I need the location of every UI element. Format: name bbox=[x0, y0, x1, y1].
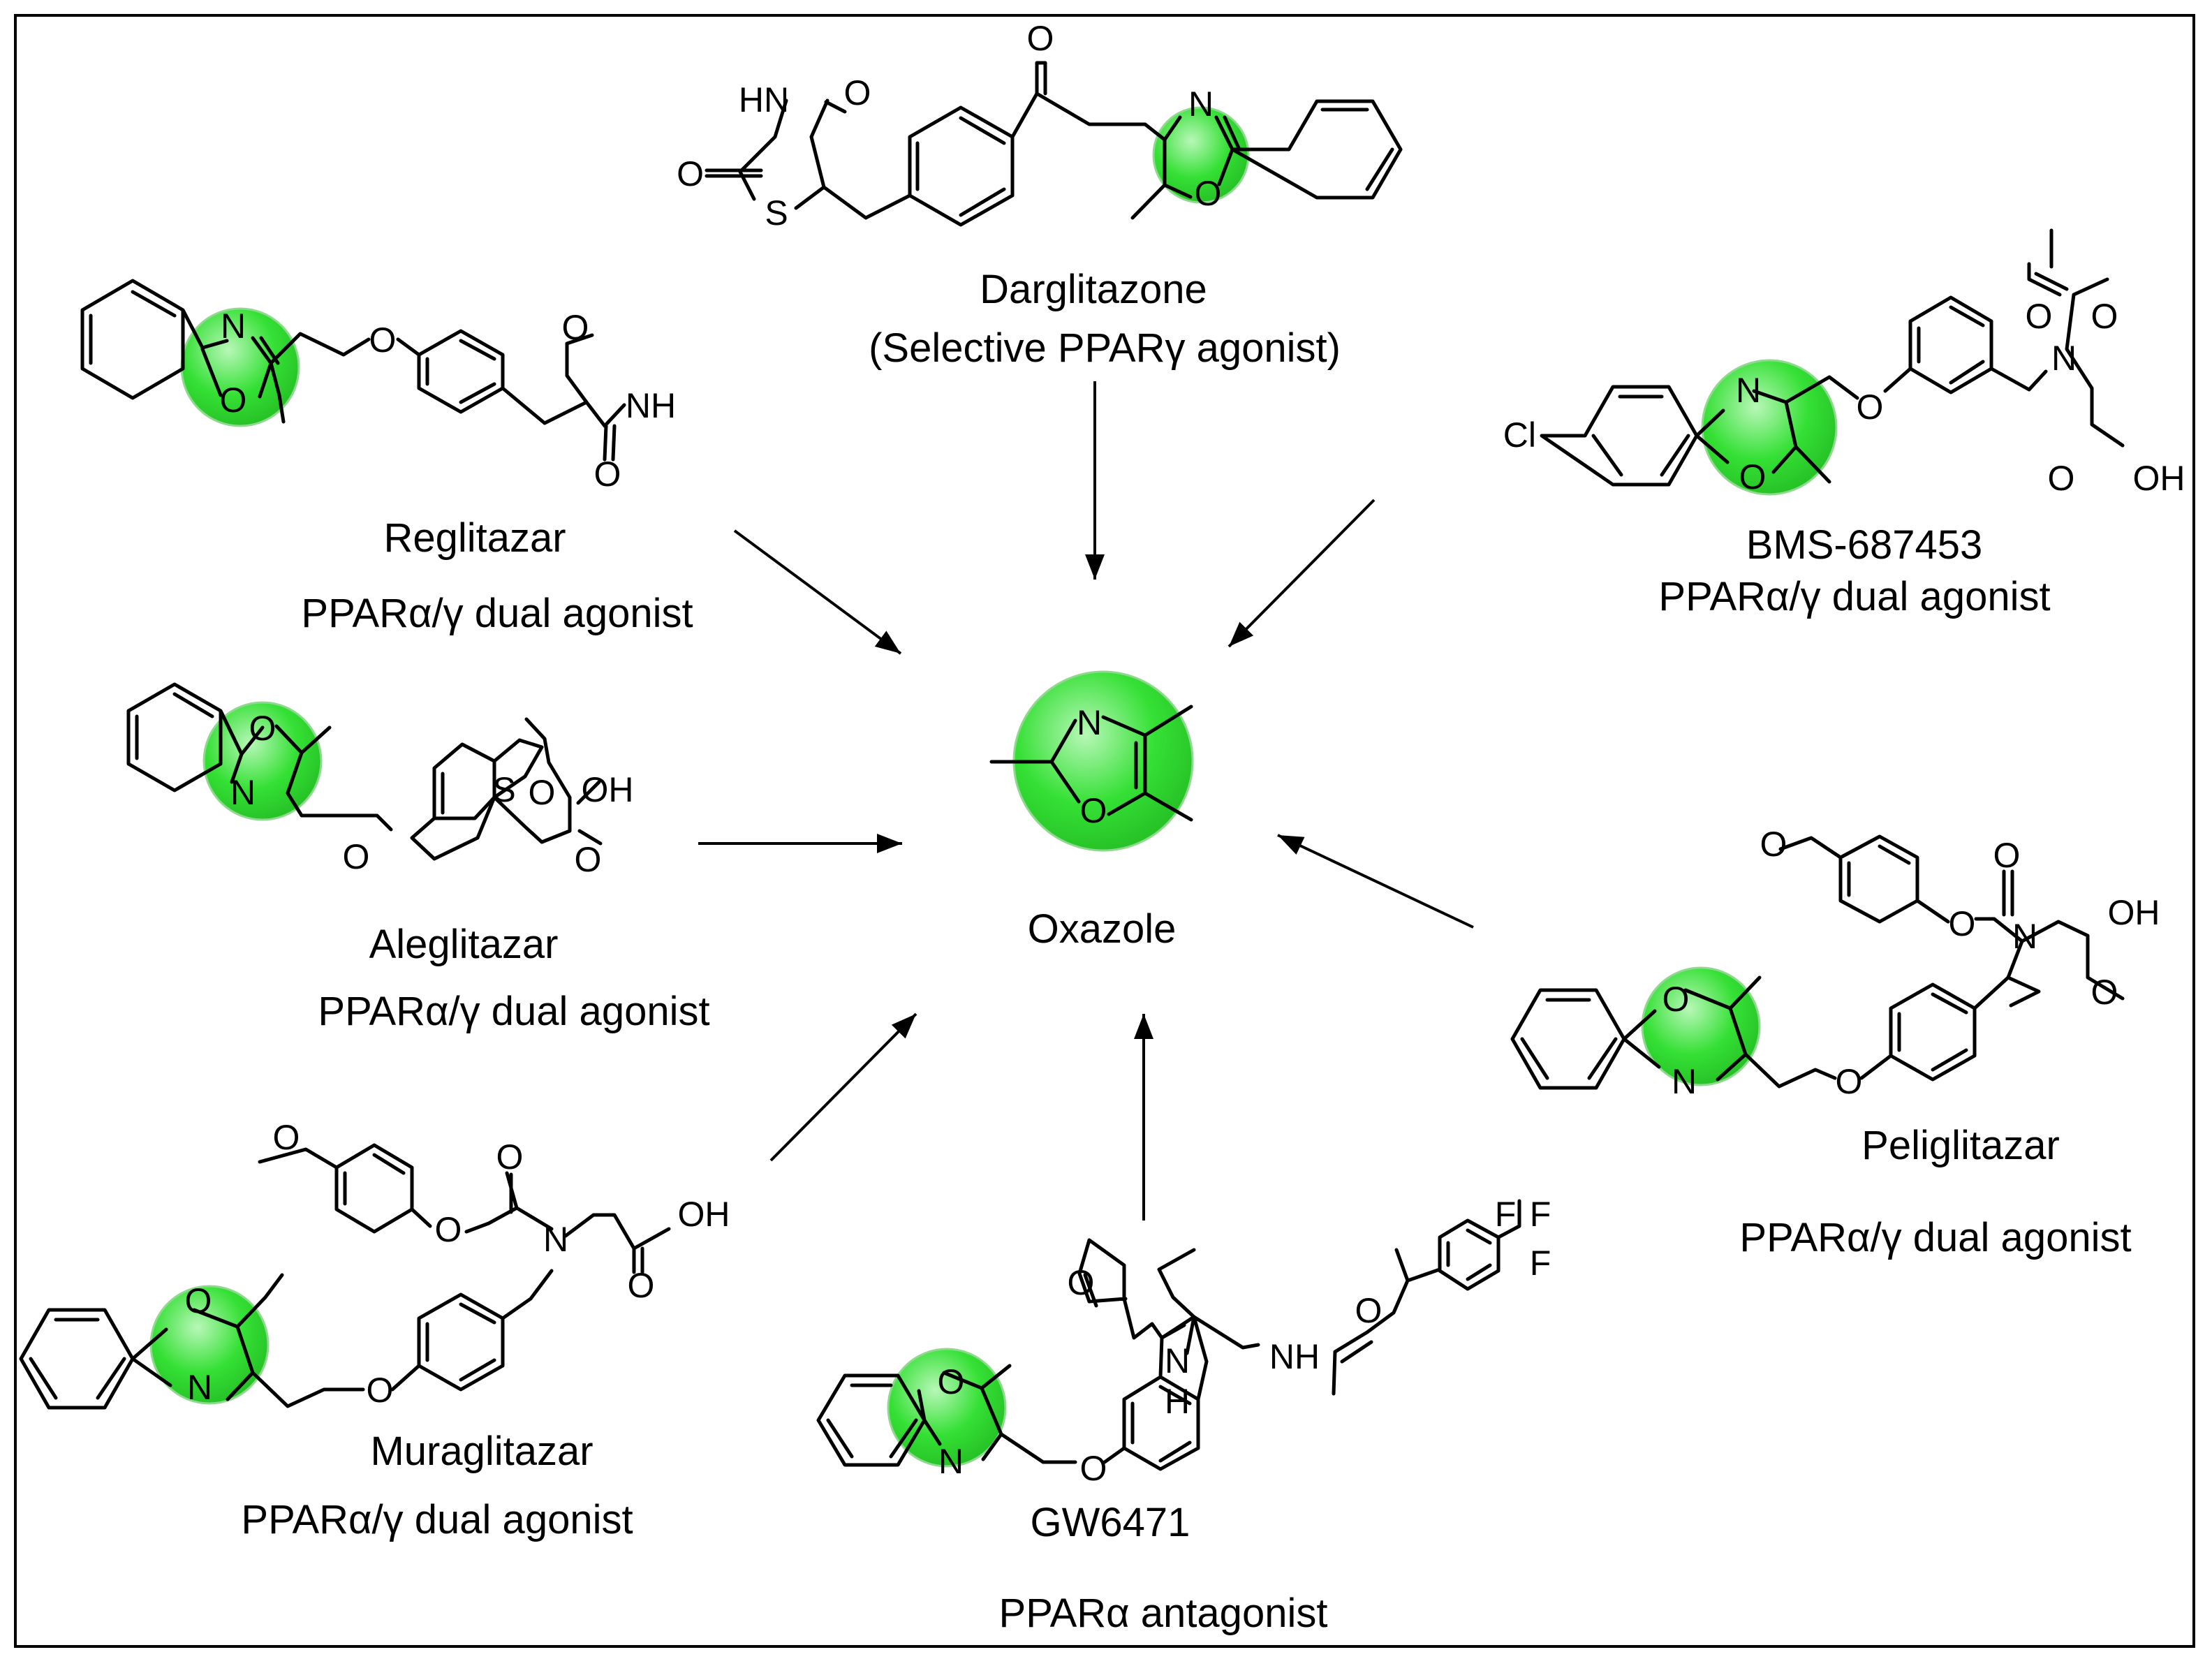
bms-name: BMS-687453 bbox=[1746, 522, 1983, 568]
svg-text:O: O bbox=[1195, 174, 1222, 213]
svg-text:O: O bbox=[1662, 980, 1690, 1019]
svg-text:O: O bbox=[1836, 1062, 1863, 1101]
svg-text:OH: OH bbox=[2108, 893, 2160, 932]
svg-text:O: O bbox=[594, 455, 621, 494]
svg-text:HN: HN bbox=[739, 80, 789, 119]
svg-text:N: N bbox=[221, 307, 246, 346]
aleglitazar-structure: O N O S O OH O bbox=[126, 682, 634, 879]
aleglitazar-activity: PPARα/γ dual agonist bbox=[318, 989, 709, 1034]
gw6471-activity: PPARα antagonist bbox=[999, 1591, 1328, 1636]
svg-text:O: O bbox=[273, 1118, 300, 1157]
oxazole-core: N O bbox=[989, 670, 1194, 852]
arrow-bms bbox=[1227, 499, 1376, 648]
arrow-peliglitazar bbox=[1277, 834, 1474, 929]
darglitazone-name: Darglitazone bbox=[980, 267, 1207, 312]
svg-text:Cl: Cl bbox=[1503, 415, 1536, 455]
svg-text:O: O bbox=[249, 709, 276, 748]
svg-text:O: O bbox=[562, 308, 589, 347]
center-label: Oxazole bbox=[1028, 906, 1177, 952]
aleglitazar-name: Aleglitazar bbox=[369, 922, 559, 967]
svg-text:O: O bbox=[938, 1362, 965, 1401]
svg-text:O: O bbox=[343, 837, 370, 876]
bms-structure: Cl N O O N O O O OH bbox=[1503, 228, 2185, 498]
svg-text:N: N bbox=[1672, 1062, 1697, 1101]
svg-text:O: O bbox=[2091, 297, 2118, 336]
peliglitazar-activity: PPARα/γ dual agonist bbox=[1739, 1215, 2131, 1260]
svg-text:O: O bbox=[1739, 457, 1767, 496]
svg-text:O: O bbox=[185, 1281, 212, 1320]
svg-text:NH: NH bbox=[1269, 1337, 1320, 1376]
svg-text:O: O bbox=[1068, 1263, 1095, 1302]
arrow-reglitazar bbox=[733, 529, 902, 655]
bms-activity: PPARα/γ dual agonist bbox=[1658, 574, 2050, 619]
darglitazone-structure: HN O O S O N O bbox=[677, 19, 1403, 233]
svg-text:N: N bbox=[2051, 339, 2077, 378]
svg-text:O: O bbox=[2091, 973, 2118, 1012]
muraglitazar-activity: PPARα/γ dual agonist bbox=[241, 1497, 633, 1542]
peliglitazar-name: Peliglitazar bbox=[1861, 1123, 2060, 1168]
peliglitazar-structure: O N O N O O OH O O bbox=[1510, 825, 2160, 1101]
reglitazar-activity: PPARα/γ dual agonist bbox=[301, 591, 693, 636]
gw6471-name: GW6471 bbox=[1031, 1500, 1190, 1545]
svg-text:S: S bbox=[492, 770, 515, 809]
arrow-muraglitazar bbox=[769, 1012, 917, 1162]
svg-text:N: N bbox=[187, 1368, 212, 1407]
svg-text:O: O bbox=[435, 1210, 462, 1249]
svg-text:OH: OH bbox=[582, 770, 634, 809]
svg-text:N: N bbox=[230, 773, 256, 812]
svg-text:N: N bbox=[1188, 84, 1214, 124]
svg-text:S: S bbox=[765, 193, 788, 233]
svg-text:O: O bbox=[1355, 1291, 1382, 1330]
reglitazar-structure: N O O O NH O bbox=[80, 279, 676, 494]
svg-text:O: O bbox=[844, 73, 871, 112]
svg-text:F: F bbox=[1495, 1195, 1517, 1234]
svg-text:NH: NH bbox=[626, 386, 676, 425]
svg-text:H: H bbox=[1165, 1382, 1190, 1421]
svg-text:N: N bbox=[1165, 1341, 1190, 1380]
svg-text:O: O bbox=[575, 840, 602, 879]
svg-text:O: O bbox=[1993, 836, 2021, 875]
svg-text:O: O bbox=[369, 320, 397, 360]
svg-text:F: F bbox=[1530, 1195, 1551, 1234]
darglitazone-activity: (Selective PPARγ agonist) bbox=[869, 325, 1341, 371]
svg-text:N: N bbox=[938, 1442, 964, 1481]
svg-text:O: O bbox=[2048, 459, 2075, 498]
svg-text:OH: OH bbox=[678, 1195, 730, 1234]
arrows bbox=[698, 381, 1474, 1221]
svg-text:O: O bbox=[1949, 904, 1976, 943]
svg-text:N: N bbox=[2012, 917, 2037, 956]
svg-text:O: O bbox=[1080, 1449, 1107, 1488]
muraglitazar-name: Muraglitazar bbox=[370, 1429, 593, 1474]
svg-text:O: O bbox=[367, 1371, 394, 1410]
gw6471-structure: O N O O N H NH O F F F bbox=[816, 1195, 1551, 1488]
reglitazar-name: Reglitazar bbox=[383, 515, 566, 561]
svg-text:N: N bbox=[1736, 371, 1761, 410]
muraglitazar-structure: O N O N O O OH O O bbox=[19, 1118, 730, 1410]
figure-border bbox=[14, 14, 2195, 1648]
svg-text:O: O bbox=[2026, 297, 2053, 336]
svg-text:O: O bbox=[1760, 825, 1787, 864]
svg-text:F: F bbox=[1530, 1244, 1551, 1283]
atom-o: O bbox=[1080, 791, 1107, 830]
svg-text:OH: OH bbox=[2133, 459, 2185, 498]
svg-text:O: O bbox=[496, 1137, 524, 1177]
atom-n: N bbox=[1077, 703, 1102, 742]
svg-text:O: O bbox=[220, 381, 247, 420]
svg-text:O: O bbox=[529, 773, 556, 812]
svg-text:N: N bbox=[543, 1220, 568, 1259]
svg-text:O: O bbox=[628, 1266, 655, 1305]
svg-text:O: O bbox=[1027, 19, 1054, 58]
svg-text:O: O bbox=[677, 154, 704, 193]
svg-text:O: O bbox=[1857, 388, 1884, 427]
